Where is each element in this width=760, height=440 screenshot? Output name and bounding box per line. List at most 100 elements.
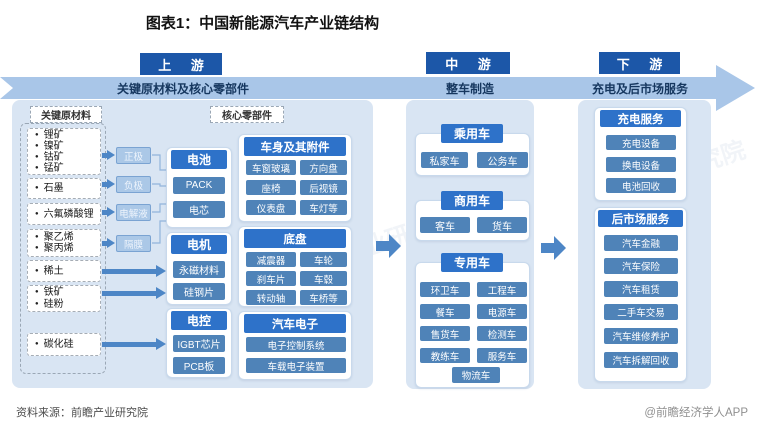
vehicle-item: 私家车 [421, 152, 468, 168]
material-item: ●硅粉 [35, 298, 64, 310]
passenger-group-title: 乘用车 [441, 124, 503, 143]
material-item: ●铁矿 [35, 287, 64, 299]
component-item: 电芯 [173, 201, 225, 218]
core-item: 刹车片 [246, 271, 296, 286]
charging-group-title: 充电服务 [600, 110, 681, 127]
material-group: ●锂矿 ●镍矿 ●钴矿 ●锰矿 [27, 128, 101, 175]
component-item: IGBT芯片 [173, 335, 225, 352]
arrow-right-icon [102, 265, 166, 277]
raw-materials-container [20, 123, 106, 374]
vehicle-item: 货车 [477, 217, 527, 233]
arrow-right-icon [541, 236, 567, 260]
band-label-upstream: 关键原材料及核心零部件 [116, 82, 249, 96]
bullet-icon: ● [35, 289, 39, 296]
core-item: 转动轴 [246, 290, 296, 305]
component-item: 硅钢片 [173, 283, 225, 300]
arrow-right-icon [102, 150, 115, 161]
battery-part-cathode: 正极 [116, 147, 151, 164]
bullet-icon: ● [35, 185, 39, 191]
arrow-right-icon [376, 234, 402, 258]
stage-upstream: 上 游 [140, 53, 222, 75]
material-item: ●钴矿 [35, 152, 64, 163]
component-item: PCB板 [173, 357, 225, 374]
vehicle-item: 电源车 [477, 304, 527, 319]
chassis-group-title: 底盘 [244, 229, 346, 248]
vehicle-item: 工程车 [477, 282, 527, 297]
battery-group-title: 电池 [171, 150, 227, 169]
vehicle-item: 物流车 [452, 367, 500, 383]
core-item: 减震器 [246, 252, 296, 267]
material-item: ●锰矿 [35, 163, 64, 174]
material-group: ●六氟磷酸锂 [27, 203, 101, 225]
material-item: ●聚乙烯 [35, 231, 74, 243]
service-item: 电池回收 [606, 178, 676, 193]
vehicle-item: 检测车 [477, 326, 527, 341]
core-item: 车轮 [300, 252, 347, 267]
vehicle-item: 服务车 [477, 348, 527, 363]
bullet-icon: ● [35, 132, 39, 138]
commercial-group-title: 商用车 [441, 191, 503, 210]
component-item: PACK [173, 177, 225, 194]
service-item: 汽车维修养护 [604, 328, 678, 344]
core-item: 座椅 [246, 180, 296, 195]
credit-text: @前瞻经济学人APP [644, 407, 748, 419]
vehicle-item: 客车 [420, 217, 470, 233]
service-item: 充电设备 [606, 135, 676, 150]
battery-part-separator: 隔膜 [116, 235, 151, 252]
bullet-icon: ● [35, 341, 39, 347]
material-group: ●碳化硅 [27, 333, 101, 356]
bullet-icon: ● [35, 165, 39, 171]
service-item: 二手车交易 [604, 304, 678, 320]
material-item: ●聚丙烯 [35, 243, 74, 255]
material-item: ●六氟磷酸锂 [35, 208, 94, 220]
component-item: 永磁材料 [173, 261, 225, 278]
core-item: 车载电子装置 [246, 358, 346, 373]
material-item: ●稀土 [35, 265, 64, 277]
vehicle-item: 售货车 [420, 326, 470, 341]
source-text: 资料来源：前瞻产业研究院 [16, 407, 148, 419]
material-item: ●碳化硅 [35, 339, 74, 350]
bullet-icon: ● [35, 245, 39, 252]
page-title: 图表1：中国新能源汽车产业链结构 [145, 15, 380, 32]
core-item: 方向盘 [300, 160, 347, 175]
core-item: 电子控制系统 [246, 337, 346, 352]
vehicle-item: 公务车 [477, 152, 528, 168]
special-group-title: 专用车 [441, 253, 503, 272]
ecu-group-title: 电控 [171, 311, 227, 330]
material-item: ●镍矿 [35, 141, 64, 152]
core-item: 车毂 [300, 271, 347, 286]
auto-electronics-title: 汽车电子 [244, 314, 346, 333]
material-item: ●石墨 [35, 183, 64, 194]
arrow-right-icon [102, 179, 115, 190]
arrow-right-icon [102, 287, 166, 299]
vehicle-item: 餐车 [420, 304, 470, 319]
bullet-icon: ● [35, 154, 39, 160]
service-item: 换电设备 [606, 157, 676, 172]
band-label-downstream: 充电及后市场服务 [591, 82, 688, 96]
core-parts-label: 核心零部件 [210, 106, 284, 123]
bullet-icon: ● [35, 300, 39, 307]
material-group: ●石墨 [27, 178, 101, 199]
band-label-midstream: 整车制造 [445, 82, 494, 96]
core-item: 车窗玻璃 [246, 160, 296, 175]
aftermarket-group-title: 后市场服务 [598, 210, 683, 227]
stage-downstream: 下 游 [599, 52, 680, 74]
stage-midstream: 中 游 [426, 52, 510, 74]
core-item: 仪表盘 [246, 200, 296, 215]
material-group: ●稀土 [27, 260, 101, 282]
raw-materials-label: 关键原材料 [30, 106, 102, 123]
core-item: 后视镜 [300, 180, 347, 195]
vehicle-item: 环卫车 [420, 282, 470, 297]
service-item: 汽车金融 [604, 235, 678, 251]
bullet-icon: ● [35, 143, 39, 149]
bullet-icon: ● [35, 210, 39, 217]
body-group-title: 车身及其附件 [244, 137, 346, 156]
core-item: 车桥等 [300, 290, 347, 305]
bullet-icon: ● [35, 233, 39, 240]
core-item: 车灯等 [300, 200, 347, 215]
material-group: ●铁矿 ●硅粉 [27, 285, 101, 312]
service-item: 汽车拆解回收 [604, 352, 678, 368]
battery-part-electrolyte: 电解液 [116, 204, 151, 221]
arrow-right-icon [102, 238, 115, 249]
